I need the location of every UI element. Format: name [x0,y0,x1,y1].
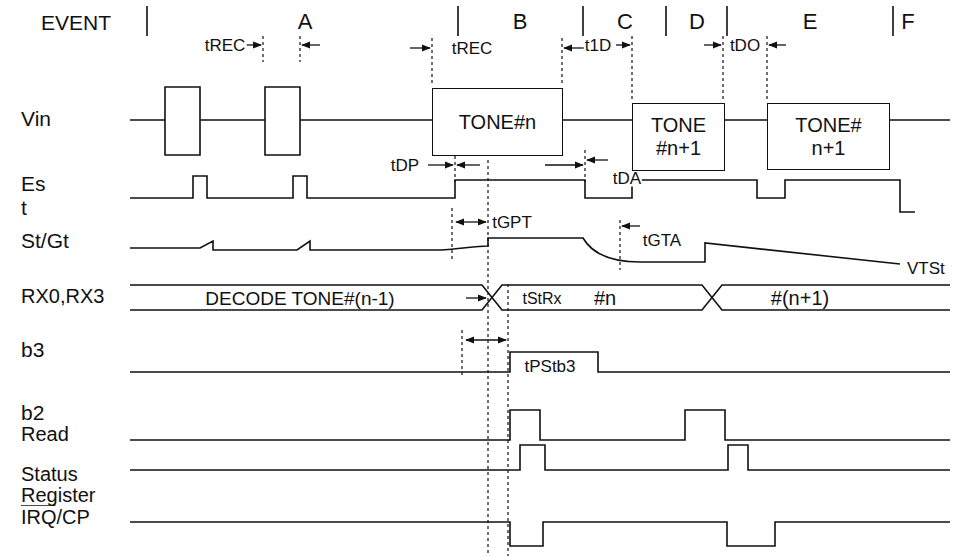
tone-label: TONE#n [459,111,536,134]
timing-label: t1D [584,37,612,54]
tone-burst-box: TONE# n+1 [767,103,890,170]
event-separator [147,6,893,36]
event-letter: B [512,11,529,33]
event-letter: D [688,11,706,33]
timing-arrow [244,44,261,45]
event-letter: C [616,11,634,33]
bus-waveform [130,285,950,310]
timing-label: tGPT [491,214,533,231]
timing-arrow [410,47,430,48]
bus-value: #n [593,288,617,308]
signal-name: Status [20,464,79,484]
timing-arrow [616,44,630,45]
irq-waveform [130,522,950,546]
signal-name: Es [20,173,47,194]
event-letter: E [802,11,819,33]
noise-pulse [265,87,300,155]
timing-arrow [545,164,583,165]
timing-arrow [769,44,786,45]
bus-waveform [130,285,950,310]
signal-name: IRQ/CP [20,507,91,527]
timing-label: tREC [451,40,494,57]
timing-arrow [302,44,320,45]
timing-arrow [456,221,486,222]
event-heading: EVENT [40,12,112,33]
signal-name: Vin [20,108,52,129]
bus-value: #(n+1) [770,288,830,308]
timing-arrow [622,225,640,226]
timing-label: tStRx [521,291,562,307]
timing-arrow [704,44,721,45]
signal-name: b2 [20,402,45,423]
timing-arrow [466,339,506,340]
timing-arrow [457,164,480,165]
timing-arrow [564,47,584,48]
reference-dotted-line [487,160,488,556]
est-waveform [130,176,915,212]
timing-arrow [587,159,608,160]
event-letter: A [297,11,314,33]
timing-tick [432,38,562,86]
tone-label: TONE# n+1 [782,114,875,160]
timing-label: tDO [729,37,761,54]
bus-value: DECODE TONE#(n-1) [204,289,395,308]
noise-pulse [165,87,200,155]
timing-label: tDA [612,170,642,187]
timing-tick [632,36,767,100]
event-letter: F [900,11,915,33]
timing-arrow [466,297,486,298]
signal-name: b3 [20,339,45,360]
signal-name: RX0,RX3 [20,286,105,306]
timing-tick [263,36,300,62]
b2-waveform [130,410,950,440]
signal-name: Register [20,485,96,505]
timing-label: tREC [204,37,247,54]
reference-dotted-line [507,284,508,556]
threshold-label: VTSt [906,260,946,277]
signal-name: St/Gt [20,230,70,251]
signal-name: t [20,197,28,218]
tone-label: TONE #n+1 [637,114,720,160]
tone-burst-box: TONE#n [432,88,563,156]
tone-burst-box: TONE #n+1 [632,103,725,171]
stgt-waveform [130,238,900,264]
timing-label: tDP [390,157,420,174]
signal-name: Read [20,424,70,444]
timing-label: tGTA [642,232,682,249]
read-status-waveform [130,445,950,470]
timing-label: tPStb3 [523,358,576,375]
timing-arrow [428,164,453,165]
